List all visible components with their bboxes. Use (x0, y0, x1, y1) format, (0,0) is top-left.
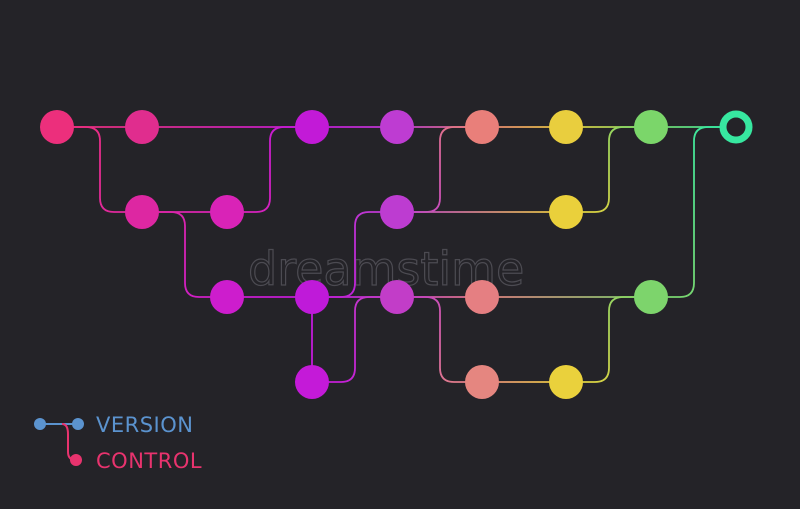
commit-node-m1 (210, 280, 244, 314)
commit-node-b4 (549, 195, 583, 229)
branch-line-b4-c7 (566, 126, 651, 213)
head-commit-node (719, 110, 753, 144)
legend: VERSION CONTROL (34, 413, 202, 473)
commit-node-b3 (380, 195, 414, 229)
branch-line-m3-l2 (397, 296, 482, 383)
branch-line-b1-m1 (142, 211, 227, 298)
commit-nodes (40, 110, 753, 399)
branch-line-l3-m5 (566, 296, 651, 383)
commit-node-l1 (295, 365, 329, 399)
branch-line-b2-c3 (227, 126, 312, 213)
commit-node-m5 (634, 280, 668, 314)
commit-node-b1 (125, 195, 159, 229)
commit-node-m4 (465, 280, 499, 314)
commit-node-c6 (549, 110, 583, 144)
legend-version-label: VERSION (96, 413, 194, 437)
commit-node-m3 (380, 280, 414, 314)
legend-control-icon (61, 423, 82, 466)
branch-line-b3-c5 (397, 126, 482, 213)
commit-node-c4 (380, 110, 414, 144)
commit-node-c1 (40, 110, 74, 144)
commit-node-l3 (549, 365, 583, 399)
branch-line-l1-m3 (312, 296, 397, 383)
commit-node-c3 (295, 110, 329, 144)
commit-node-c2 (125, 110, 159, 144)
branch-line-m5-head (651, 126, 736, 298)
commit-node-l2 (465, 365, 499, 399)
legend-control-label: CONTROL (96, 449, 202, 473)
branch-line-c1-b1 (57, 126, 142, 213)
commit-node-b2 (210, 195, 244, 229)
commit-node-c7 (634, 110, 668, 144)
commit-node-c5 (465, 110, 499, 144)
legend-version-icon (34, 418, 84, 430)
commit-node-m2 (295, 280, 329, 314)
